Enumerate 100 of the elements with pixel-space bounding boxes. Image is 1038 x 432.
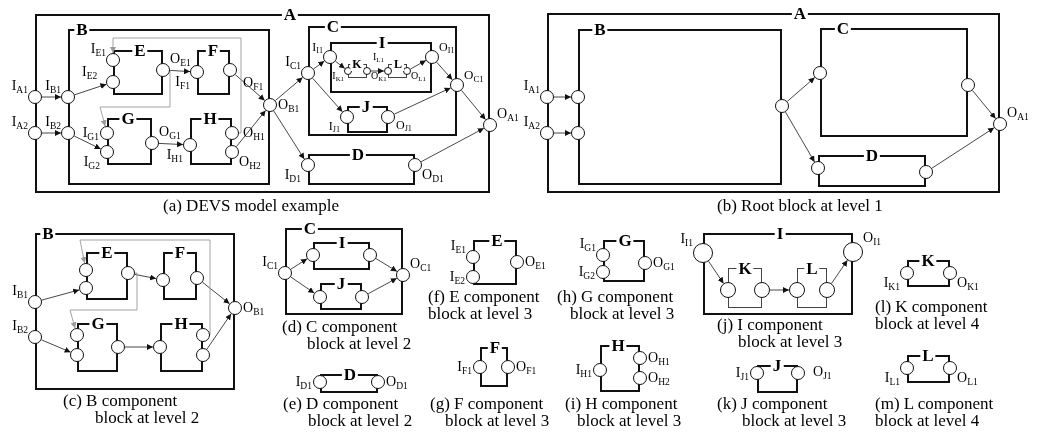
figure-caption: (f) E component block at level 3: [428, 288, 541, 322]
port-circle: [196, 348, 210, 362]
port-circle: [225, 145, 239, 159]
port-circle: [301, 158, 315, 172]
figure-caption: (h) G component block at level 3: [557, 288, 676, 322]
port-circle: [153, 340, 167, 354]
port-circle: [540, 126, 554, 140]
port-label: I$_{A1}$: [523, 79, 540, 93]
port-label: O$_{C1}$: [464, 68, 484, 81]
port-circle: [79, 281, 93, 295]
port-label: I$_{K1}$: [883, 276, 900, 290]
block-label: K: [350, 58, 364, 72]
port-circle: [993, 117, 1007, 131]
port-circle: [791, 366, 805, 380]
port-label: O$_{F1}$: [243, 76, 264, 90]
port-circle: [28, 126, 42, 140]
port-label: I$_{G2}$: [578, 265, 595, 279]
port-circle: [196, 328, 210, 342]
port-label: O$_{E1}$: [525, 255, 546, 269]
port-circle: [466, 270, 480, 284]
port-label: I$_{C1}$: [262, 255, 278, 269]
port-circle: [225, 126, 239, 140]
port-circle: [900, 361, 914, 375]
port-label: O$_{D1}$: [422, 168, 444, 182]
port-circle: [190, 65, 204, 79]
port-circle: [61, 90, 75, 104]
block-label: L: [392, 58, 404, 72]
port-label: I$_{I1}$: [680, 232, 693, 246]
port-label: O$_{E1}$: [170, 52, 191, 66]
port-label: O$_{H1}$: [243, 126, 265, 140]
port-circle: [775, 99, 789, 113]
port-label: I$_{E2}$: [82, 65, 98, 79]
figure-caption: (a) DEVS model example: [163, 197, 340, 214]
port-label: I$_{K1}$: [332, 71, 344, 81]
port-label: I$_{A1}$: [11, 79, 28, 93]
port-label: O$_{A1}$: [1007, 106, 1029, 120]
port-circle: [403, 67, 411, 75]
port-circle: [340, 110, 354, 124]
port-circle: [28, 90, 42, 104]
port-circle: [278, 266, 292, 280]
port-circle: [306, 248, 320, 262]
figure-caption: (d) C component block at level 2: [282, 318, 413, 352]
figure-caption: (l) K component block at level 4: [875, 298, 989, 332]
port-circle: [28, 295, 42, 309]
port-label: I$_{C1}$: [285, 55, 301, 69]
port-circle: [79, 263, 93, 277]
port-label: O$_{H1}$: [648, 351, 670, 365]
port-label: O$_{C1}$: [410, 257, 432, 271]
port-circle: [754, 282, 770, 298]
port-circle: [819, 282, 835, 298]
port-circle: [473, 360, 487, 374]
port-circle: [70, 348, 84, 362]
port-circle: [70, 328, 84, 342]
port-label: I$_{A2}$: [523, 115, 540, 129]
port-circle: [811, 161, 825, 175]
port-circle: [450, 78, 464, 92]
port-label: I$_{L1}$: [884, 371, 900, 385]
port-circle: [633, 371, 647, 385]
port-circle: [313, 375, 327, 389]
port-circle: [961, 78, 975, 92]
port-circle: [638, 256, 652, 270]
port-label: O$_{G1}$: [653, 256, 675, 270]
port-circle: [100, 126, 114, 140]
port-circle: [571, 126, 585, 140]
port-circle: [408, 158, 422, 172]
port-label: O$_{K1}$: [957, 276, 979, 290]
port-label: O$_{L1}$: [957, 371, 978, 385]
port-label: O$_{J1}$: [813, 365, 832, 379]
port-circle: [596, 265, 610, 279]
port-circle: [61, 126, 75, 140]
figure-caption: (c) B component block at level 2: [63, 392, 201, 426]
port-label: O$_{K1}$: [371, 71, 387, 81]
port-circle: [263, 98, 277, 112]
port-circle: [363, 248, 377, 262]
port-circle: [843, 242, 863, 262]
port-circle: [510, 255, 524, 269]
port-circle: [813, 66, 827, 80]
port-circle: [121, 266, 135, 280]
port-circle: [900, 266, 914, 280]
port-label: I$_{D1}$: [295, 375, 312, 389]
port-label: O$_{H2}$: [648, 371, 670, 385]
port-label: I$_{D1}$: [284, 168, 301, 182]
port-circle: [100, 145, 114, 159]
port-label: O$_{B1}$: [278, 98, 300, 112]
port-label: I$_{H1}$: [575, 363, 592, 377]
figure-caption: (i) H component block at level 3: [565, 395, 683, 429]
port-circle: [371, 375, 385, 389]
port-circle: [301, 66, 315, 80]
port-circle: [355, 290, 369, 304]
port-circle: [396, 268, 410, 282]
port-circle: [28, 330, 42, 344]
port-label: O$_{L1}$: [411, 71, 426, 81]
port-circle: [156, 63, 170, 77]
figure-caption: (g) F component block at level 3: [430, 395, 551, 429]
port-circle: [313, 290, 327, 304]
port-circle: [633, 351, 647, 365]
port-label: O$_{G1}$: [159, 125, 181, 139]
port-circle: [720, 282, 736, 298]
port-circle: [111, 340, 125, 354]
port-label: O$_{I1}$: [439, 41, 455, 53]
